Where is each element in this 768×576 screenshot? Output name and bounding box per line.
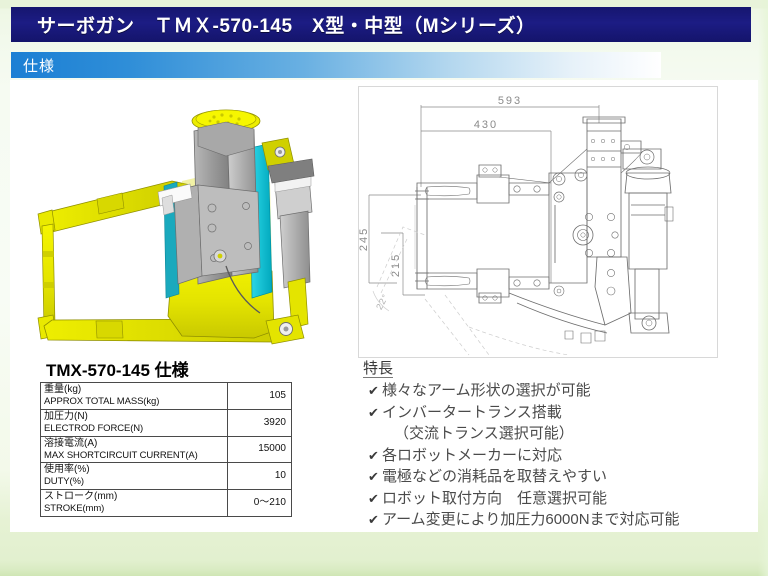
features-heading: 特長 bbox=[363, 360, 394, 379]
spec-value-cell: 15000 bbox=[227, 435, 292, 464]
spec-label-en: DUTY(%) bbox=[44, 476, 84, 488]
spec-table: 重量(kg) APPROX TOTAL MASS(kg) 105 加圧力(N) … bbox=[39, 382, 292, 517]
table-row: 溶接電流(A) MAX SHORTCIRCUIT CURRENT(A) 1500… bbox=[39, 435, 292, 464]
spec-value-cell: 10 bbox=[227, 462, 292, 491]
page-title: サーボガン ＴＭＸ-570-145 X型・中型（Mシリーズ） bbox=[37, 16, 536, 37]
table-row: 使用率(%) DUTY(%) 10 bbox=[39, 462, 292, 491]
section-bar-spec: 仕様 bbox=[11, 52, 661, 78]
feature-text: インバータートランス搭載 bbox=[382, 403, 562, 421]
feature-text: 各ロボットメーカーに対応 bbox=[382, 446, 563, 464]
list-item: ✔ 電極などの消耗品を取替えやすい bbox=[368, 466, 760, 488]
table-row: 重量(kg) APPROX TOTAL MASS(kg) 105 bbox=[39, 382, 292, 410]
list-item: ✔ 各ロボットメーカーに対応 bbox=[368, 445, 760, 467]
list-item: ✔ インバータートランス搭載 bbox=[368, 402, 760, 424]
spec-heading: TMX-570-145 仕様 bbox=[46, 356, 189, 384]
spec-value-cell: 0〜210 bbox=[227, 489, 292, 517]
spec-label-en: MAX SHORTCIRCUIT CURRENT(A) bbox=[44, 449, 198, 461]
check-icon: ✔ bbox=[368, 404, 379, 420]
spec-label-en: APPROX TOTAL MASS(kg) bbox=[44, 396, 160, 408]
title-banner: サーボガン ＴＭＸ-570-145 X型・中型（Mシリーズ） bbox=[11, 7, 751, 42]
spec-label-cell: 使用率(%) DUTY(%) bbox=[39, 462, 229, 491]
spec-label-ja: ストローク(mm) bbox=[44, 491, 118, 503]
feature-text: （交流トランス選択可能） bbox=[394, 425, 574, 442]
spec-label-ja: 重量(kg) bbox=[44, 384, 82, 395]
spec-label-cell: 溶接電流(A) MAX SHORTCIRCUIT CURRENT(A) bbox=[39, 435, 229, 464]
list-item: ✔ アーム変更により加圧力6000Nまで対応可能 bbox=[368, 509, 760, 531]
check-icon: ✔ bbox=[368, 512, 379, 527]
dim-label-430: 430 bbox=[474, 119, 498, 131]
section-label: 仕様 bbox=[23, 57, 56, 75]
check-icon: ✔ bbox=[368, 383, 379, 398]
spec-label-cell: ストローク(mm) STROKE(mm) bbox=[39, 489, 229, 517]
spec-label-ja: 溶接電流(A) bbox=[44, 437, 98, 449]
check-icon: ✔ bbox=[368, 447, 379, 463]
spec-label-ja: 加圧力(N) bbox=[44, 410, 88, 422]
features-list: ✔ 様々なアーム形状の選択が可能 ✔ インバータートランス搭載 （交流トランス選… bbox=[368, 380, 760, 531]
feature-text: アーム変更により加圧力6000Nまで対応可能 bbox=[382, 511, 680, 528]
table-row: ストローク(mm) STROKE(mm) 0〜210 bbox=[39, 489, 292, 517]
spec-label-en: ELECTROD FORCE(N) bbox=[44, 422, 144, 434]
spec-label-cell: 重量(kg) APPROX TOTAL MASS(kg) bbox=[39, 382, 229, 410]
feature-text: 電極などの消耗品を取替えやすい bbox=[382, 468, 608, 485]
dim-label-245: 245 bbox=[359, 227, 370, 251]
spec-value-cell: 105 bbox=[227, 382, 292, 410]
list-item: ✔ ロボット取付方向 任意選択可能 bbox=[368, 488, 760, 510]
technical-drawing: 593 430 245 215 22° bbox=[358, 86, 718, 358]
list-item: ✔ 様々なアーム形状の選択が可能 bbox=[368, 380, 760, 402]
technical-drawing-svg: 593 430 245 215 22° bbox=[359, 87, 717, 357]
spec-label-ja: 使用率(%) bbox=[44, 464, 90, 476]
list-item: （交流トランス選択可能） bbox=[368, 423, 760, 445]
check-icon: ✔ bbox=[368, 469, 379, 484]
check-icon: ✔ bbox=[368, 490, 379, 506]
product-render-svg bbox=[22, 86, 352, 354]
spec-label-en: STROKE(mm) bbox=[44, 503, 105, 515]
dim-label-215: 215 bbox=[390, 253, 402, 277]
feature-text: ロボット取付方向 任意選択可能 bbox=[382, 489, 608, 507]
dim-label-593: 593 bbox=[498, 95, 522, 107]
feature-text: 様々なアーム形状の選択が可能 bbox=[382, 382, 591, 399]
product-photo bbox=[22, 86, 352, 354]
spec-value-cell: 3920 bbox=[227, 408, 292, 437]
spec-label-cell: 加圧力(N) ELECTROD FORCE(N) bbox=[39, 408, 229, 437]
table-row: 加圧力(N) ELECTROD FORCE(N) 3920 bbox=[39, 408, 292, 437]
